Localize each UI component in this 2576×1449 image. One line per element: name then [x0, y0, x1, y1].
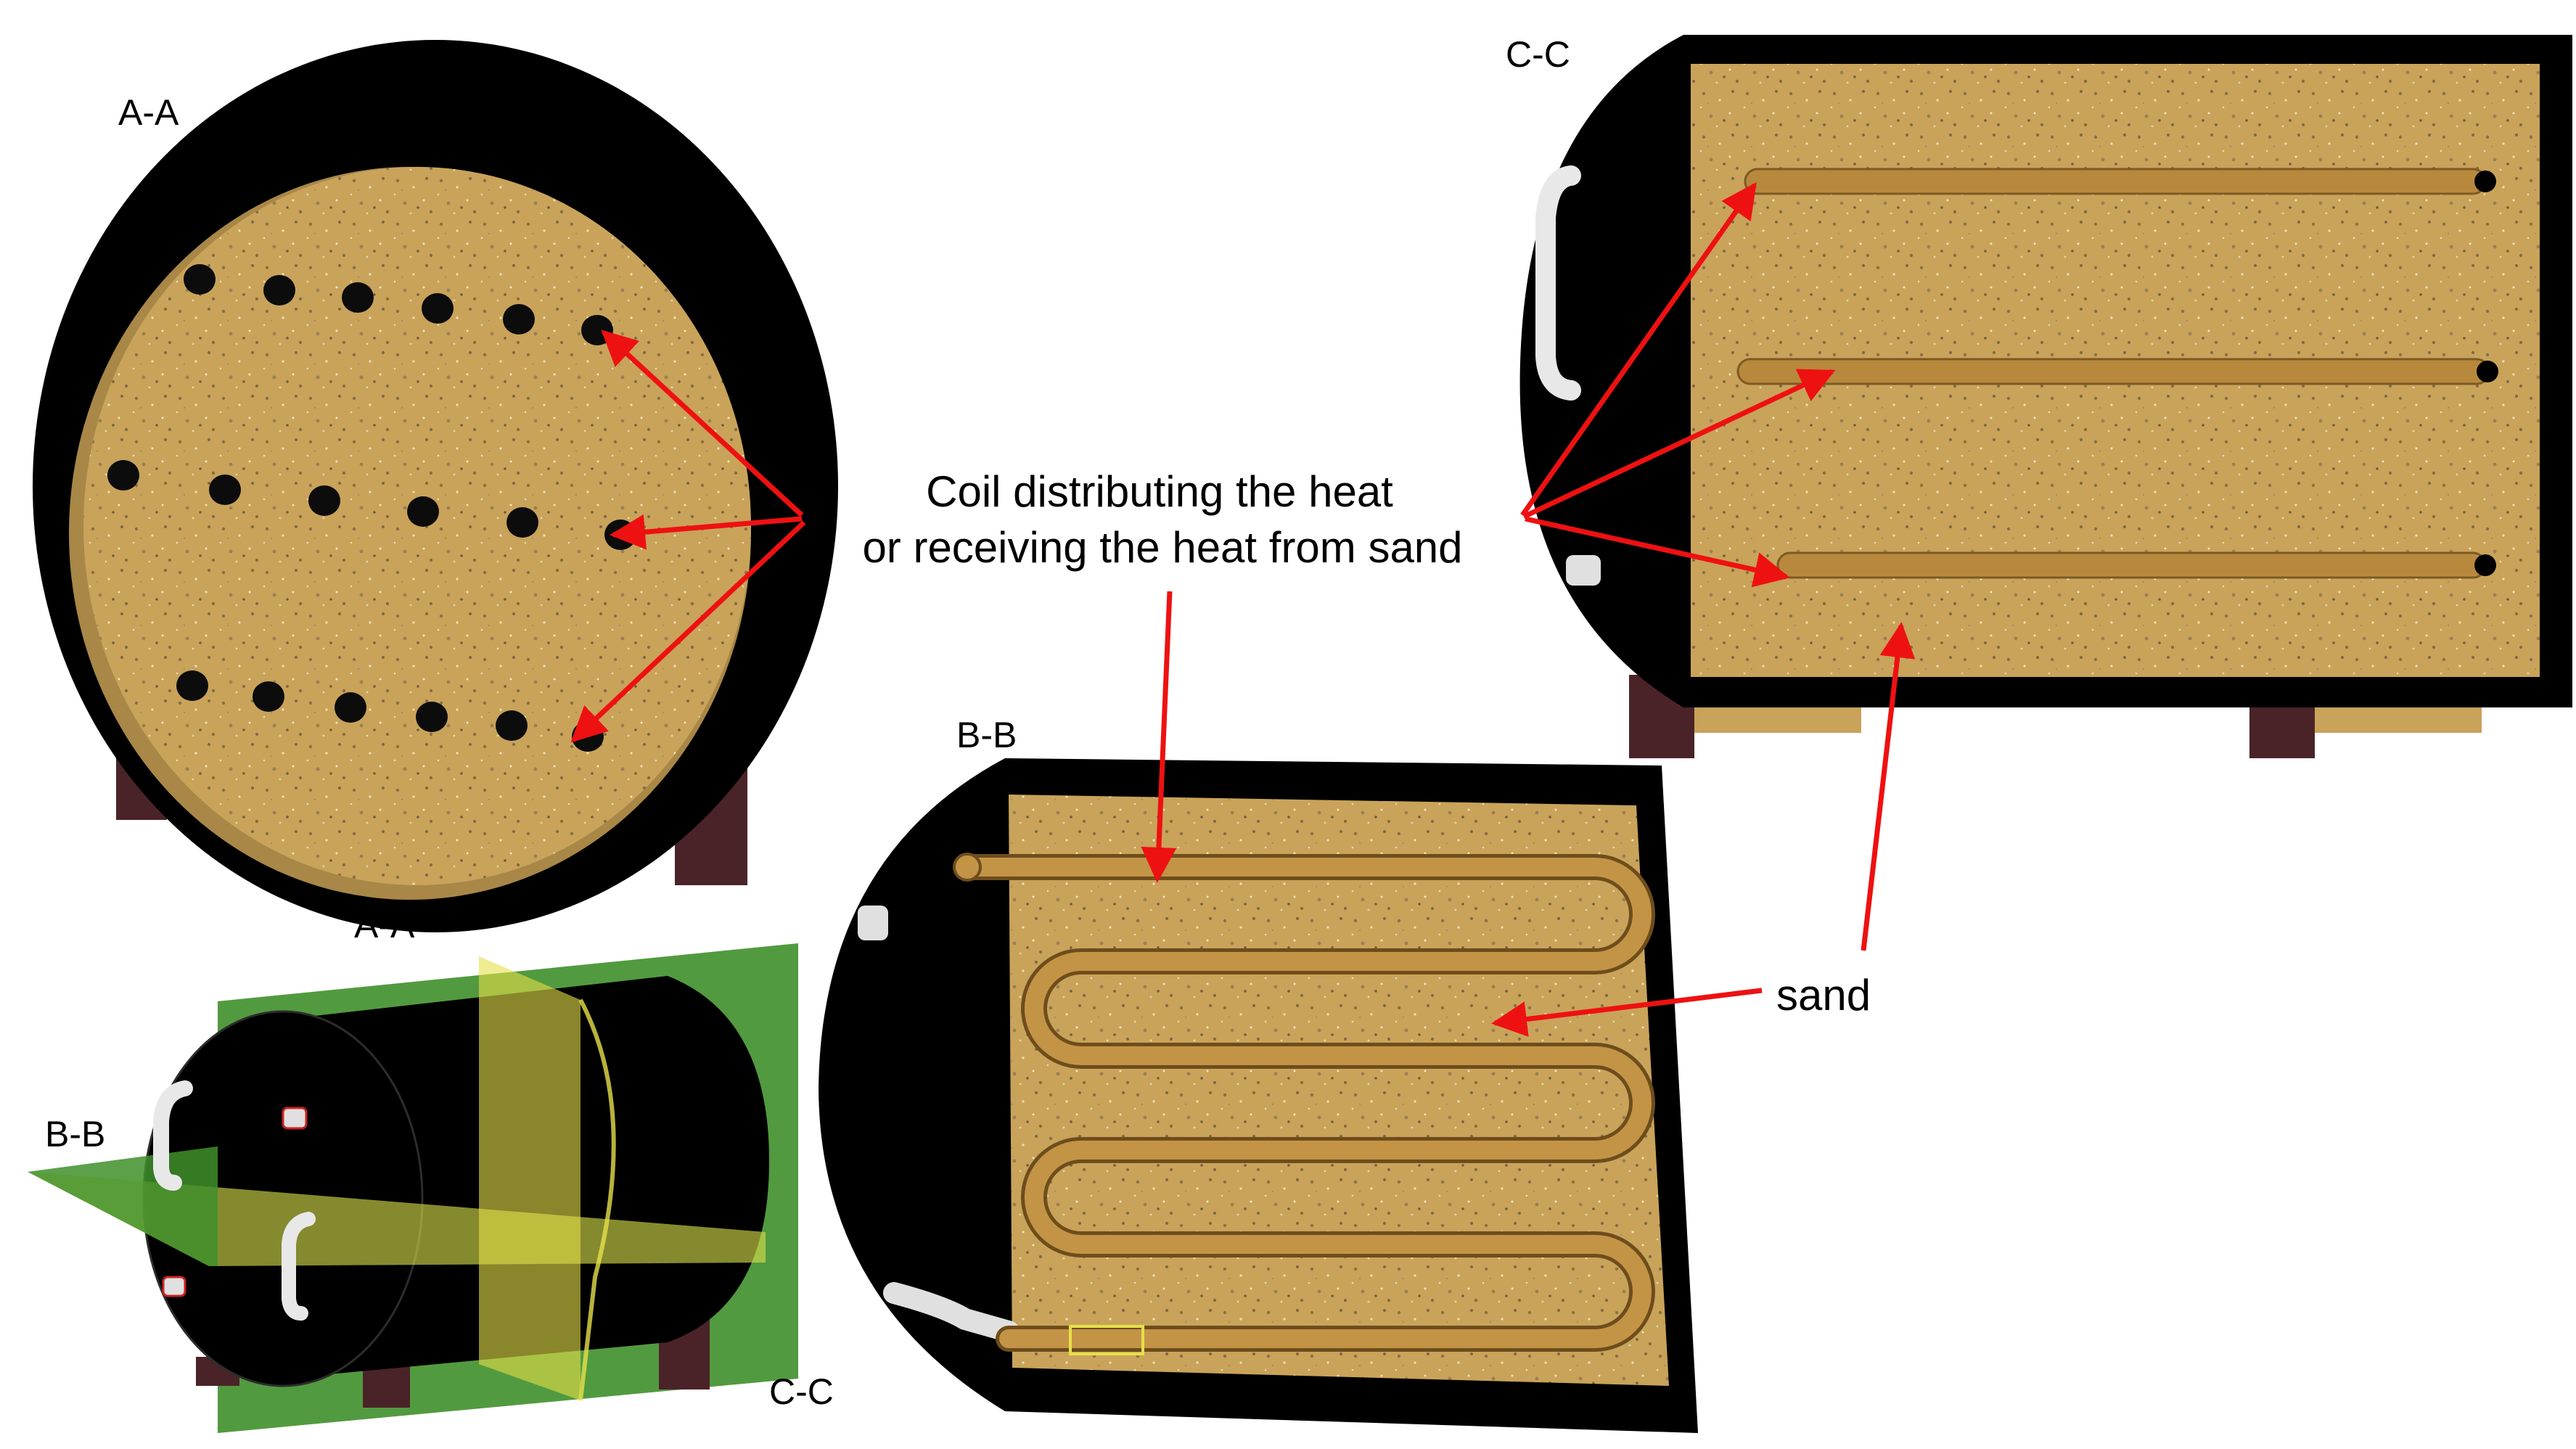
coil-hole: [209, 475, 241, 505]
coil-hole: [342, 282, 374, 313]
arrow-to-cc-coil-top: [1520, 181, 1757, 517]
section-aa-view: [33, 40, 838, 932]
coil-end-hole: [2474, 554, 2496, 576]
handle: [883, 1282, 1020, 1342]
coil-hole: [416, 702, 448, 732]
label-bb-top: B-B: [956, 715, 1017, 755]
annotation-arrows: [570, 181, 1916, 1037]
coil-run: [1744, 168, 2487, 195]
label-bb-iso: B-B: [45, 1114, 105, 1154]
arrow-to-cc-coil-low: [1525, 516, 1790, 588]
coil-end-hole: [2477, 361, 2498, 382]
sand-fill: [83, 167, 751, 885]
serpentine-coil: [963, 858, 1652, 1348]
coil-run: [1776, 551, 2487, 579]
arrow-to-aa-hole-mid: [610, 514, 803, 550]
label-cc-iso: C-C: [769, 1371, 834, 1412]
port-nozzle: [282, 1107, 308, 1130]
coil-hole: [407, 496, 439, 527]
coil-hole: [422, 293, 454, 324]
selected-segment-box: [1069, 1325, 1144, 1355]
port-nozzle: [858, 906, 888, 940]
coil-hole: [496, 710, 528, 741]
handle-lower: [282, 1212, 316, 1321]
coil-hole: [335, 692, 366, 723]
arrow-to-aa-hole-low: [570, 520, 806, 743]
arrow-to-cc-coil-mid: [1522, 369, 1836, 520]
coil-hole: [308, 485, 340, 516]
handle: [1535, 165, 1581, 401]
coil-hole: [581, 315, 613, 345]
coil-hole: [506, 507, 538, 538]
section-cc-view: [1519, 35, 2572, 758]
port-nozzle: [162, 1276, 186, 1297]
arrow-to-bb-sand: [1491, 988, 1763, 1037]
isometric-view: [28, 943, 798, 1433]
plane-aa: [479, 956, 581, 1400]
arrow-to-cc-sand: [1861, 622, 1916, 951]
labels: A-A C-C B-B A-A B-B C-C Coil distributin…: [45, 34, 1871, 1412]
label-cc-top: C-C: [1506, 34, 1570, 75]
label-aa-iso: A-A: [354, 905, 415, 945]
port-nozzle: [1566, 555, 1601, 586]
coil-run: [1736, 358, 2490, 385]
plane-bb-edge: [28, 1146, 218, 1266]
coil-hole: [253, 681, 284, 712]
coil-hole: [263, 275, 295, 305]
callout-sand: sand: [1776, 971, 1871, 1019]
coil-hole: [107, 460, 139, 490]
callout-coil-line1: Coil distributing the heat: [926, 467, 1393, 516]
sand-fill: [1009, 795, 1669, 1386]
label-aa-top: A-A: [118, 92, 179, 133]
coil-hole: [503, 304, 535, 334]
arrow-to-aa-hole-top: [601, 329, 804, 517]
coil-end-hole: [2474, 171, 2496, 192]
coil-hole: [184, 264, 216, 295]
section-bb-view: [819, 758, 1698, 1433]
plane-aa-curve: [578, 998, 616, 1401]
callout-coil-line2: or receiving the heat from sand: [862, 523, 1462, 572]
coil-runs: [1736, 168, 2498, 579]
handle-upper: [153, 1080, 193, 1191]
arrow-to-bb-coil: [1141, 591, 1177, 883]
coil-inlet: [953, 853, 982, 882]
coil-hole: [176, 670, 208, 701]
